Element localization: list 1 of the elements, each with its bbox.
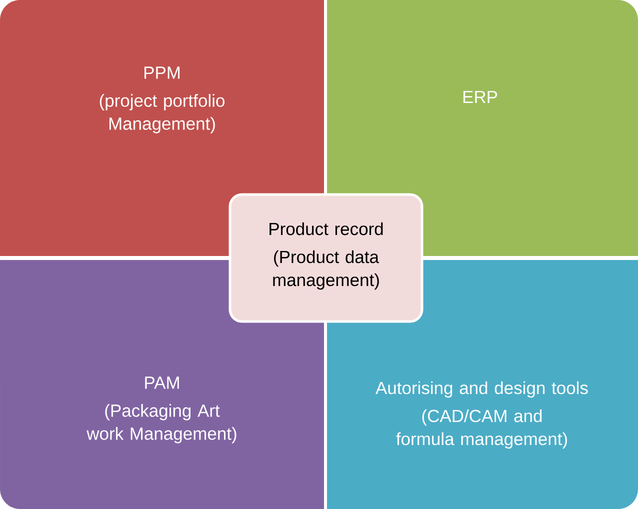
center-box: Product record (Product data management) — [228, 193, 424, 323]
